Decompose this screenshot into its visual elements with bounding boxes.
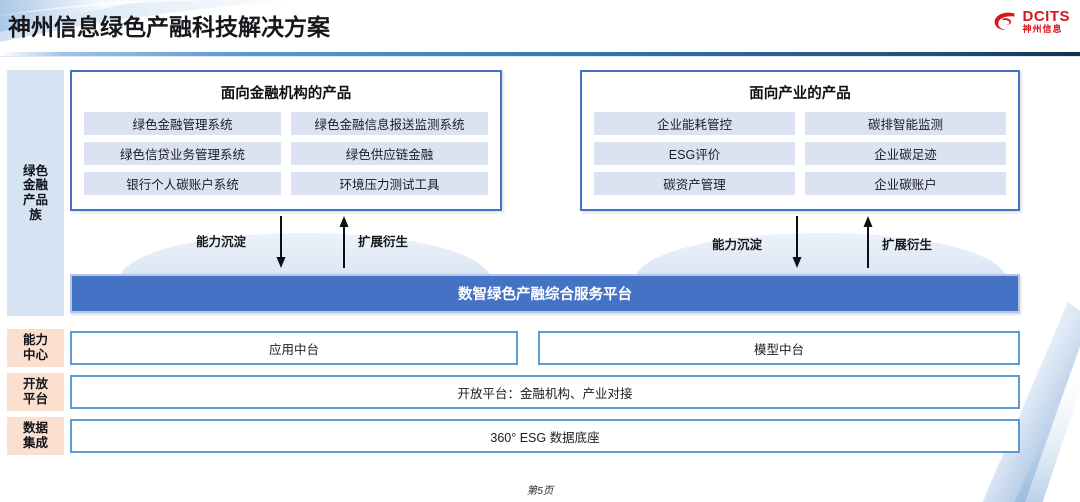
product-chip[interactable]: 绿色金融信息报送监测系统 bbox=[291, 112, 488, 135]
product-chip[interactable]: 企业碳账户 bbox=[805, 172, 1006, 195]
header-divider bbox=[0, 52, 1080, 56]
panel-title: 面向产业的产品 bbox=[749, 86, 851, 102]
flow-label-capability-precipitation: 能力沉淀 bbox=[712, 238, 763, 252]
flow-dome-right-decoration bbox=[636, 233, 1006, 275]
product-chip[interactable]: 碳排智能监测 bbox=[805, 112, 1006, 135]
arrow-down-icon bbox=[276, 216, 286, 268]
product-chip[interactable]: 绿色信贷业务管理系统 bbox=[84, 142, 281, 165]
platform-bar[interactable]: 数智绿色产融综合服务平台 bbox=[70, 274, 1020, 313]
page-number: 第5页 bbox=[526, 485, 554, 497]
product-chip[interactable]: 绿色供应链金融 bbox=[291, 142, 488, 165]
rail-item-green-finance-products[interactable]: 绿色 金融 产品 族 bbox=[7, 70, 64, 316]
rail-item-capability-center[interactable]: 能力 中心 bbox=[7, 329, 64, 367]
header-divider-shadow bbox=[0, 56, 1080, 57]
box-label: 应用中台 bbox=[268, 342, 319, 357]
box-label: 开放平台：金融机构、产业对接 bbox=[457, 386, 633, 401]
rail-item-data-integration[interactable]: 数据 集成 bbox=[7, 417, 64, 455]
arrow-up-icon bbox=[863, 216, 873, 268]
product-chip[interactable]: 环境压力测试工具 bbox=[291, 172, 488, 195]
product-chip[interactable]: 碳资产管理 bbox=[594, 172, 795, 195]
panel-title: 面向金融机构的产品 bbox=[220, 86, 352, 102]
arrow-up-icon bbox=[339, 216, 349, 268]
logo-name-cn: 神州信息 bbox=[1022, 24, 1063, 34]
panel-chip-grid: 绿色金融管理系统 绿色金融信息报送监测系统 绿色信贷业务管理系统 绿色供应链金融… bbox=[72, 103, 500, 206]
panel-industry-products: 面向产业的产品 企业能耗管控 碳排智能监测 ESG评价 企业碳足迹 碳资产管理 … bbox=[580, 70, 1020, 211]
flow-label-expansion-derivation: 扩展衍生 bbox=[358, 235, 409, 249]
flow-dome-left-decoration bbox=[120, 233, 490, 275]
box-label: 模型中台 bbox=[753, 342, 804, 357]
capability-box-model-middle-platform[interactable]: 模型中台 bbox=[538, 331, 1020, 365]
logo-name-en: DCITS bbox=[1022, 8, 1070, 25]
panel-financial-institution-products: 面向金融机构的产品 绿色金融管理系统 绿色金融信息报送监测系统 绿色信贷业务管理… bbox=[70, 70, 502, 211]
panel-chip-grid: 企业能耗管控 碳排智能监测 ESG评价 企业碳足迹 碳资产管理 企业碳账户 bbox=[582, 103, 1018, 206]
data-base-box[interactable]: 360° ESG 数据底座 bbox=[70, 419, 1020, 453]
rail-item-label: 开放 平台 bbox=[22, 377, 48, 406]
open-platform-box[interactable]: 开放平台：金融机构、产业对接 bbox=[70, 375, 1020, 409]
product-chip[interactable]: 银行个人碳账户系统 bbox=[84, 172, 281, 195]
rail-item-label: 数据 集成 bbox=[22, 421, 48, 450]
flow-label-capability-precipitation: 能力沉淀 bbox=[196, 235, 247, 249]
brand-logo: DCITS 神州信息 bbox=[992, 9, 1071, 34]
product-chip[interactable]: 企业碳足迹 bbox=[805, 142, 1006, 165]
capability-box-application-middle-platform[interactable]: 应用中台 bbox=[70, 331, 518, 365]
rail-item-label: 绿色 金融 产品 族 bbox=[22, 163, 48, 222]
product-chip[interactable]: 企业能耗管控 bbox=[594, 112, 795, 135]
arrow-down-icon bbox=[792, 216, 802, 268]
page-title: 神州信息绿色产融科技解决方案 bbox=[8, 14, 330, 40]
box-label: 360° ESG 数据底座 bbox=[490, 430, 600, 445]
flow-label-expansion-derivation: 扩展衍生 bbox=[882, 238, 933, 252]
product-chip[interactable]: ESG评价 bbox=[594, 142, 795, 165]
rail-item-label: 能力 中心 bbox=[22, 333, 48, 362]
platform-bar-label: 数智绿色产融综合服务平台 bbox=[458, 287, 632, 303]
swoosh-logo-icon bbox=[994, 12, 1014, 30]
product-chip[interactable]: 绿色金融管理系统 bbox=[84, 112, 281, 135]
rail-item-open-platform[interactable]: 开放 平台 bbox=[7, 373, 64, 411]
